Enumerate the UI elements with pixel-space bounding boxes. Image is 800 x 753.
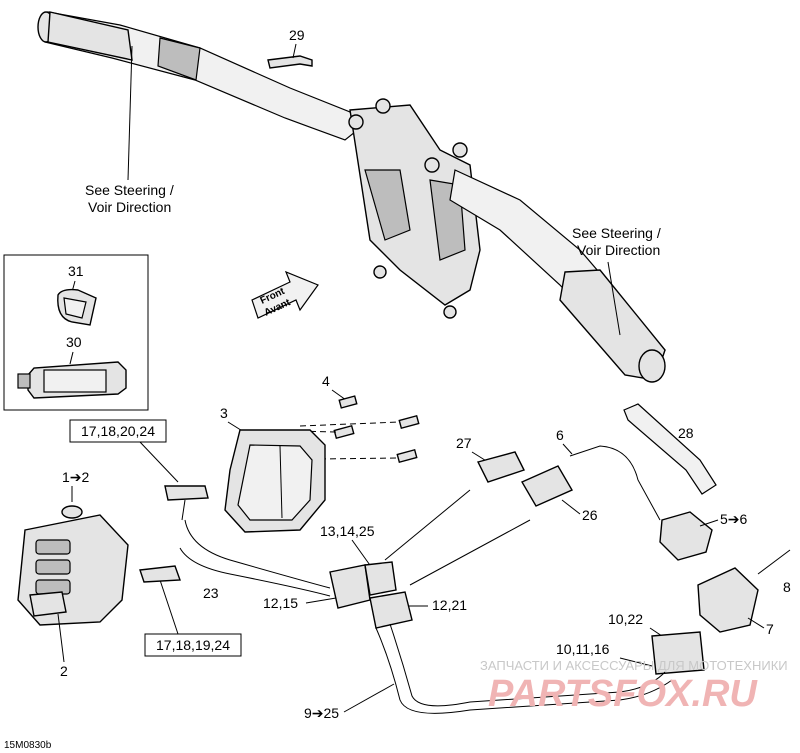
- callout-3: 3: [220, 405, 228, 421]
- callout-27: 27: [456, 435, 472, 451]
- part-6-wire: 6: [556, 427, 661, 521]
- callout-12a: 12,15: [263, 595, 298, 611]
- callout-box-top: 17,18,20,24: [69, 419, 179, 483]
- callout-7: 7: [766, 621, 774, 637]
- part-8-screw: 8: [757, 549, 791, 595]
- part-1-switch: 1➔2 2: [17, 469, 129, 679]
- callout-2: 2: [60, 663, 68, 679]
- part-4-bolts: 4: [239, 373, 420, 464]
- callout-8: 8: [783, 579, 791, 595]
- svg-text:17,18,20,24: 17,18,20,24: [81, 423, 155, 439]
- part-7-housing: 7: [697, 567, 774, 637]
- callout-6: 6: [556, 427, 564, 443]
- inset-box: 31 30: [3, 254, 149, 411]
- callout-30: 30: [66, 334, 82, 350]
- part-27-connector: 27: [456, 435, 525, 483]
- part-5-switch: 5➔6: [659, 511, 748, 561]
- figure-code: 15M0830b: [4, 740, 52, 751]
- watermark-text: ЗАПЧАСТИ И АКСЕССУАРЫ ДЛЯ МОТОТЕХНИКИ: [480, 658, 788, 673]
- note-steering-right-2: Voir Direction: [577, 242, 660, 258]
- part-26-connector: 26: [521, 465, 598, 523]
- part-10-connectors: 10,22 10,11,16: [556, 611, 705, 675]
- part-29-cap: 29: [267, 27, 313, 69]
- handlebar: [37, 11, 666, 383]
- callout-9: 9➔25: [304, 705, 339, 721]
- part-23-harness: 23: [179, 519, 331, 601]
- connector-lower: [139, 565, 181, 583]
- watermark-logo: PARTSFOX.RU: [488, 673, 758, 715]
- callout-26: 26: [582, 507, 598, 523]
- part-9-harness: 9➔25: [304, 623, 673, 721]
- callout-1: 1➔2: [62, 469, 90, 485]
- note-steering-left-2: Voir Direction: [88, 199, 171, 215]
- callout-13: 13,14,25: [320, 523, 375, 539]
- connector-upper: [164, 485, 209, 521]
- part-3-housing: 3: [220, 405, 326, 533]
- callout-box-bottom: 17,18,19,24: [144, 579, 242, 657]
- callout-5: 5➔6: [720, 511, 748, 527]
- part-28-tube: 28: [623, 403, 717, 495]
- part-12-connectors: 13,14,25 12,15 12,21: [263, 523, 467, 629]
- callout-10a: 10,22: [608, 611, 643, 627]
- callout-28: 28: [678, 425, 694, 441]
- front-arrow: Front Avant: [251, 270, 319, 319]
- callout-31: 31: [68, 263, 84, 279]
- callout-12b: 12,21: [432, 597, 467, 613]
- note-steering-right-1: See Steering /: [572, 225, 661, 241]
- note-steering-left-1: See Steering /: [85, 182, 174, 198]
- callout-23: 23: [203, 585, 219, 601]
- callout-4: 4: [322, 373, 330, 389]
- callout-29: 29: [289, 27, 305, 43]
- callout-10b: 10,11,16: [556, 641, 610, 657]
- svg-text:17,18,19,24: 17,18,19,24: [156, 637, 230, 653]
